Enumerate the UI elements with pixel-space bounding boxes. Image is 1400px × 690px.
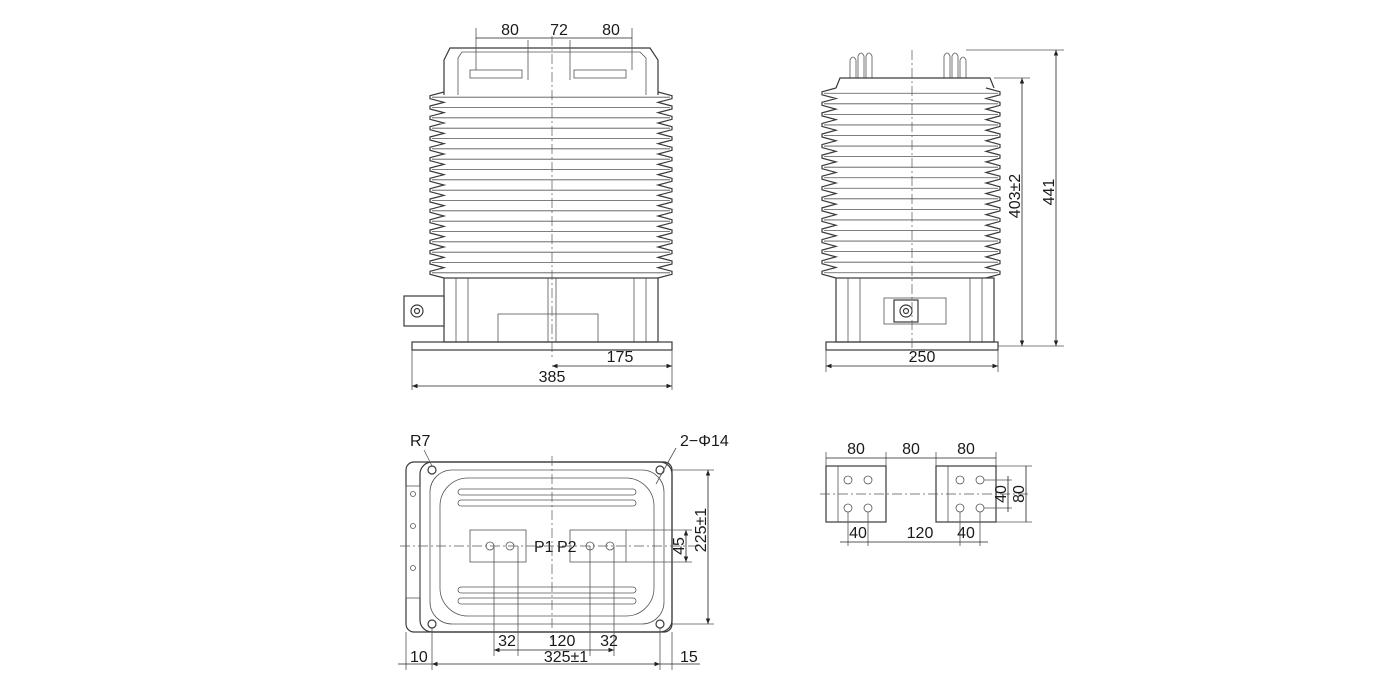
- plan-dim-terminal-offset: 45: [671, 537, 688, 555]
- detail-dim-top-center: 80: [902, 441, 920, 458]
- front-secondary-box: [403, 295, 445, 327]
- front-dim-terminal-right: 80: [602, 22, 620, 39]
- plan-mount-hole-label: 2−Φ14: [680, 433, 729, 450]
- plan-mount-hole-tl: [427, 465, 437, 475]
- front-dim-terminal-left: 80: [501, 22, 519, 39]
- front-lower-body: [443, 277, 659, 343]
- detail-dim-plate-height: 80: [1011, 485, 1028, 503]
- front-dim-offset: 175: [607, 349, 634, 366]
- shed-profile: [983, 87, 1001, 279]
- plan-dim-bottom-right: 32: [600, 633, 618, 650]
- detail-dim-hole-pitch: 40: [993, 485, 1010, 503]
- plan-dim-bottom-left: 32: [498, 633, 516, 650]
- plan-view: P1 P2 R7 2−Φ14 45 225±1 32 120 32 325±1: [398, 433, 729, 670]
- front-terminal-right: [573, 69, 627, 79]
- side-dim-total-height: 441: [1041, 179, 1058, 206]
- front-dim-terminal-gap: 72: [550, 22, 568, 39]
- detail-dim-top-left: 80: [847, 441, 865, 458]
- plan-mount-hole-br: [655, 619, 665, 629]
- front-view: 80 72 80 175 385: [403, 22, 673, 390]
- side-primary-terminals: [849, 52, 967, 78]
- front-terminal-left: [469, 69, 523, 79]
- side-dim-base: 250: [909, 349, 936, 366]
- front-insulator-sheds: [429, 91, 673, 279]
- front-top-cap: [443, 47, 659, 95]
- plan-dim-depth: 225±1: [693, 508, 710, 552]
- side-view: 403±2 441 250: [821, 49, 1064, 372]
- plan-label-p1: P1: [534, 539, 554, 556]
- shed-profile: [429, 91, 447, 279]
- plan-dim-bottom-center: 120: [549, 633, 576, 650]
- plan-dim-hole-spacing: 325±1: [544, 649, 588, 666]
- front-base-plate: [411, 341, 673, 351]
- shed-profile: [821, 87, 839, 279]
- detail-dim-top-right: 80: [957, 441, 975, 458]
- detail-dim-bottom-right: 40: [957, 525, 975, 542]
- side-dim-body-height: 403±2: [1007, 174, 1024, 218]
- front-dim-width: 385: [539, 369, 566, 386]
- detail-dim-bottom-left: 40: [849, 525, 867, 542]
- side-insulator-sheds: [821, 87, 1001, 279]
- plan-label-p2: P2: [557, 539, 577, 556]
- plan-dim-right-edge: 15: [680, 649, 698, 666]
- plan-mount-hole-tr: [655, 465, 665, 475]
- plan-mount-hole-bl: [427, 619, 437, 629]
- terminal-detail: 80 80 80 40 80 40 120 40: [820, 441, 1032, 546]
- side-secondary-box: [893, 299, 919, 323]
- plan-corner-radius: R7: [410, 433, 431, 450]
- detail-dim-bottom-center: 120: [907, 525, 934, 542]
- plan-dim-left-edge: 10: [410, 649, 428, 666]
- front-secondary-terminal: [410, 304, 424, 318]
- shed-profile: [655, 91, 673, 279]
